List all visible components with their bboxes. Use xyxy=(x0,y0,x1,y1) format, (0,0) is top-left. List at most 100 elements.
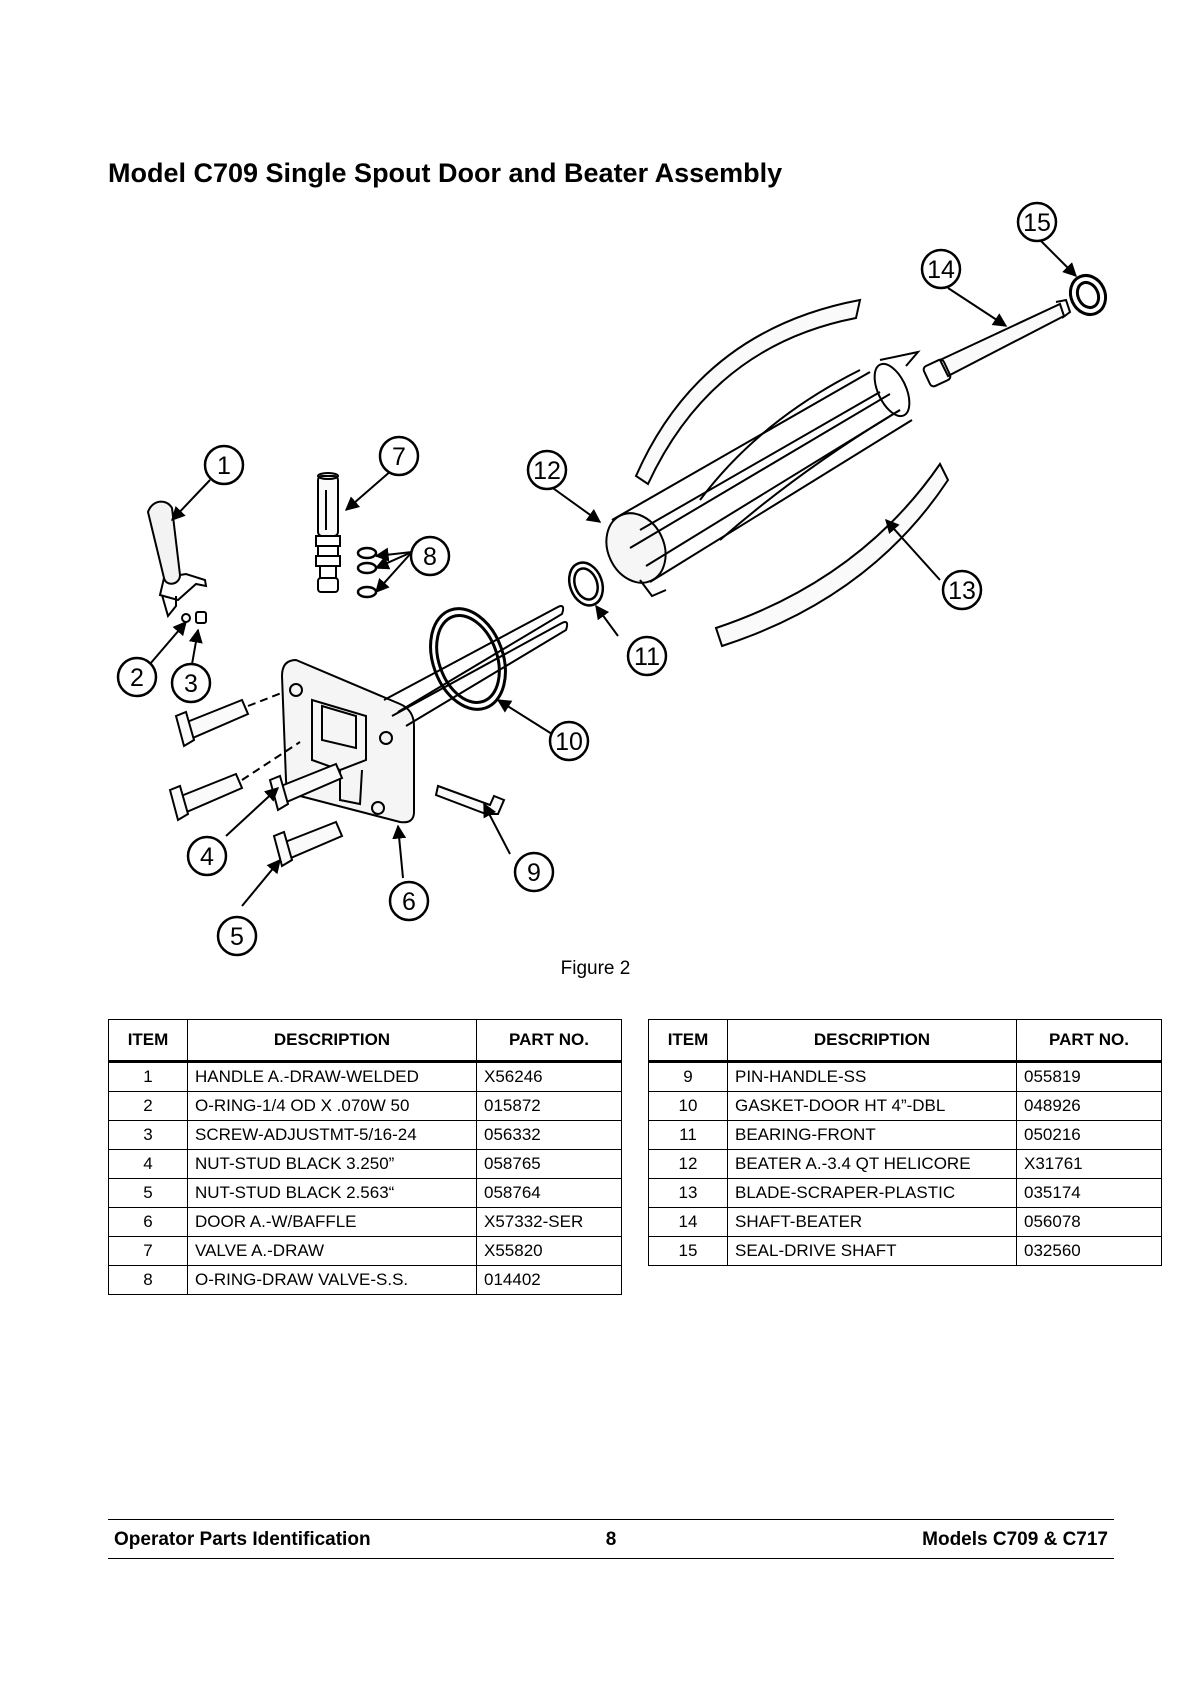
header-description: DESCRIPTION xyxy=(727,1019,1017,1063)
callout-3: 3 xyxy=(170,662,212,704)
cell-item: 8 xyxy=(108,1265,188,1295)
svg-text:7: 7 xyxy=(392,443,406,471)
cell-description: O-RING-1/4 OD X .070W 50 xyxy=(187,1091,477,1121)
cell-part-no: 058765 xyxy=(476,1149,622,1179)
cell-description: SHAFT-BEATER xyxy=(727,1207,1017,1237)
cell-description: BLADE-SCRAPER-PLASTIC xyxy=(727,1178,1017,1208)
cell-item: 13 xyxy=(648,1178,728,1208)
cell-description: HANDLE A.-DRAW-WELDED xyxy=(187,1061,477,1092)
callout-1: 1 xyxy=(203,444,245,486)
callout-9: 9 xyxy=(513,851,555,893)
door-gasket-drawing xyxy=(429,607,507,711)
small-oring-and-screw-drawing xyxy=(181,611,207,624)
footer-models: Models C709 & C717 xyxy=(922,1529,1108,1550)
cell-description: SEAL-DRIVE SHAFT xyxy=(727,1236,1017,1266)
cell-item: 3 xyxy=(108,1120,188,1150)
figure-caption: Figure 2 xyxy=(560,958,631,979)
cell-part-no: X56246 xyxy=(476,1061,622,1092)
svg-text:2: 2 xyxy=(130,664,144,692)
cell-part-no: 056332 xyxy=(476,1120,622,1150)
beater-shaft-drawing xyxy=(922,298,1072,388)
cell-part-no: 055819 xyxy=(1016,1061,1162,1092)
callout-11: 11 xyxy=(626,635,668,677)
cell-description: SCREW-ADJUSTMT-5/16-24 xyxy=(187,1120,477,1150)
cell-description: PIN-HANDLE-SS xyxy=(727,1061,1017,1092)
stud-nut-drawings xyxy=(168,691,344,868)
svg-text:9: 9 xyxy=(527,859,541,887)
cell-part-no: X31761 xyxy=(1016,1149,1162,1179)
callout-leader-lines xyxy=(149,237,1077,907)
exploded-assembly-diagram: 1 2 3 4 5 6 7 8 9 10 11 12 xyxy=(100,200,1140,960)
svg-text:5: 5 xyxy=(230,923,244,951)
header-item: ITEM xyxy=(108,1019,188,1063)
baffle-rod-drawing xyxy=(383,605,569,727)
cell-description: BEARING-FRONT xyxy=(727,1120,1017,1150)
draw-valve-orings-drawing xyxy=(356,546,378,599)
cell-part-no: 048926 xyxy=(1016,1091,1162,1121)
cell-description: NUT-STUD BLACK 2.563“ xyxy=(187,1178,477,1208)
cell-part-no: 014402 xyxy=(476,1265,622,1295)
table-header-row: ITEM DESCRIPTION PART NO. xyxy=(648,1019,1162,1063)
cell-item: 9 xyxy=(648,1061,728,1092)
table-header-row: ITEM DESCRIPTION PART NO. xyxy=(108,1019,622,1063)
callout-12: 12 xyxy=(526,449,568,491)
handle-pin-drawing xyxy=(434,784,506,815)
cell-description: BEATER A.-3.4 QT HELICORE xyxy=(727,1149,1017,1179)
svg-text:11: 11 xyxy=(634,643,660,671)
callout-2: 2 xyxy=(116,656,158,698)
header-part-no: PART NO. xyxy=(1016,1019,1162,1063)
header-part-no: PART NO. xyxy=(476,1019,622,1063)
footer-section-title: Operator Parts Identification xyxy=(114,1529,371,1550)
draw-valve-drawing xyxy=(315,472,341,593)
cell-item: 11 xyxy=(648,1120,728,1150)
scraper-blades-drawing xyxy=(634,298,950,648)
callout-5: 5 xyxy=(216,915,258,957)
freezer-door-drawing xyxy=(280,658,415,824)
svg-text:3: 3 xyxy=(184,670,198,698)
cell-item: 5 xyxy=(108,1178,188,1208)
cell-part-no: X57332-SER xyxy=(476,1207,622,1237)
svg-text:12: 12 xyxy=(533,457,561,485)
cell-description: O-RING-DRAW VALVE-S.S. xyxy=(187,1265,477,1295)
front-bearing-drawing xyxy=(567,561,605,607)
cell-part-no: 035174 xyxy=(1016,1178,1162,1208)
callout-6: 6 xyxy=(388,880,430,922)
svg-text:1: 1 xyxy=(217,452,231,480)
cell-item: 1 xyxy=(108,1061,188,1092)
cell-item: 14 xyxy=(648,1207,728,1237)
cell-item: 4 xyxy=(108,1149,188,1179)
callout-13: 13 xyxy=(941,569,983,611)
callout-10: 10 xyxy=(548,720,590,762)
cell-description: GASKET-DOOR HT 4”-DBL xyxy=(727,1091,1017,1121)
header-item: ITEM xyxy=(648,1019,728,1063)
cell-description: VALVE A.-DRAW xyxy=(187,1236,477,1266)
cell-item: 6 xyxy=(108,1207,188,1237)
svg-text:15: 15 xyxy=(1023,209,1051,237)
page-footer: Operator Parts Identification 8 Models C… xyxy=(108,1519,1114,1559)
header-description: DESCRIPTION xyxy=(187,1019,477,1063)
svg-text:13: 13 xyxy=(948,577,976,605)
page-title: Model C709 Single Spout Door and Beater … xyxy=(108,158,783,188)
callout-4: 4 xyxy=(186,835,228,877)
svg-text:14: 14 xyxy=(927,256,955,284)
svg-text:10: 10 xyxy=(555,728,583,756)
drive-shaft-seal-drawing xyxy=(1068,274,1108,316)
cell-item: 2 xyxy=(108,1091,188,1121)
footer-page-number: 8 xyxy=(605,1529,617,1550)
